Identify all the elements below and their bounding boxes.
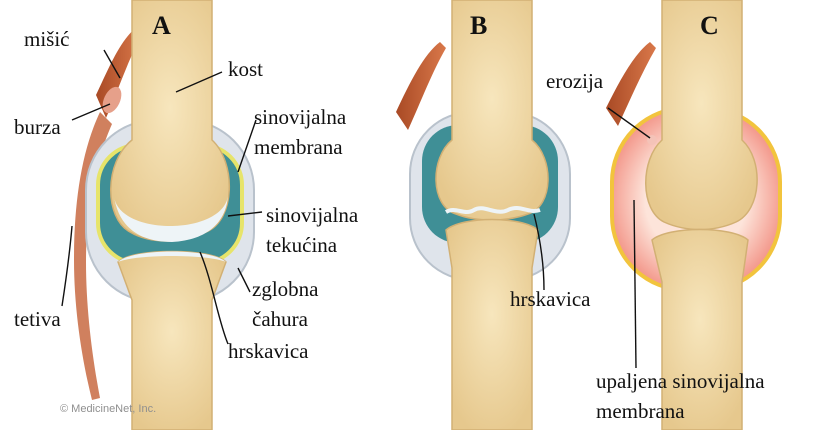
label-tetiva: tetiva xyxy=(14,307,61,331)
label-sinovijalna-membrana-2: membrana xyxy=(254,135,343,159)
label-zglobna: zglobna xyxy=(252,277,319,301)
upper-bone-b xyxy=(436,0,548,220)
watermark: © MedicineNet, Inc. xyxy=(60,403,156,415)
label-sinovijalna-membrana-1: sinovijalna xyxy=(254,105,347,129)
panel-b-title: B xyxy=(470,11,487,40)
label-upaljena-1: upaljena sinovijalna xyxy=(596,369,765,393)
panel-a xyxy=(74,0,254,430)
label-misic: mišić xyxy=(24,27,70,51)
label-burza: burza xyxy=(14,115,61,139)
muscle-shape-b xyxy=(396,42,446,130)
leader-zglobna-cahura xyxy=(238,268,250,292)
leader-tetiva xyxy=(62,226,72,306)
panel-c xyxy=(606,0,780,430)
label-erozija: erozija xyxy=(546,69,604,93)
panel-a-title: A xyxy=(152,11,171,40)
label-hrskavica-a: hrskavica xyxy=(228,339,309,363)
label-kost: kost xyxy=(228,57,263,81)
label-upaljena-2: membrana xyxy=(596,399,685,423)
label-hrskavica-b: hrskavica xyxy=(510,287,591,311)
panel-b xyxy=(396,0,570,430)
label-cahura: čahura xyxy=(252,307,309,331)
muscle-shape-c xyxy=(606,42,656,126)
panel-c-title: C xyxy=(700,11,719,40)
label-sinovijalna-tekucina-2: tekućina xyxy=(266,233,338,257)
label-sinovijalna-tekucina-1: sinovijalna xyxy=(266,203,359,227)
lower-bone-b xyxy=(446,220,538,431)
